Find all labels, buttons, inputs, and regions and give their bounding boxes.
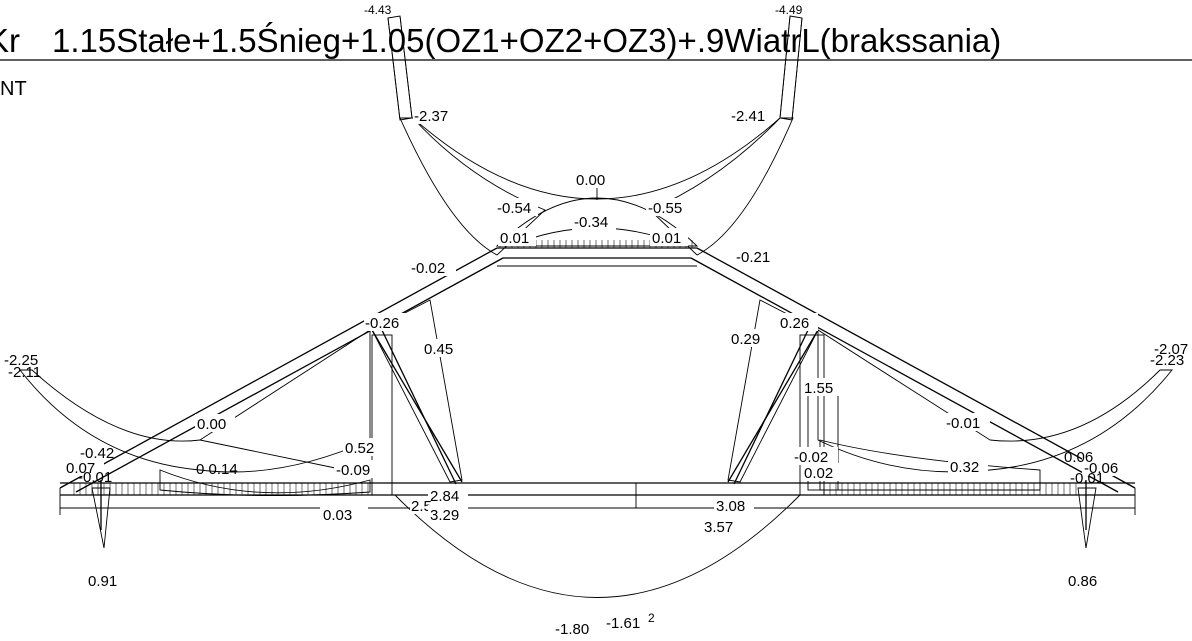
value-label: -0.55 (648, 200, 682, 217)
value-label: 2 (648, 611, 655, 625)
value-label: 2.84 (430, 488, 459, 505)
crown-chord-hatch (497, 240, 697, 248)
value-label: 0.91 (88, 573, 117, 590)
value-label: -0.54 (497, 200, 531, 217)
support-right (1077, 480, 1136, 549)
top-right-value: -4.49 (775, 3, 803, 17)
rafter-right-inner (690, 257, 1119, 493)
value-label: 0.00 (576, 172, 605, 189)
value-label: -0.09 (336, 462, 370, 479)
value-label: -0.06 (1084, 460, 1118, 477)
value-label: 0.29 (731, 331, 760, 348)
value-label: 0 0.14 (196, 461, 238, 478)
value-label: -2.11 (8, 364, 41, 381)
value-label: -0.42 (80, 445, 114, 462)
value-label: 0.00 (197, 416, 226, 433)
support-left (59, 480, 111, 549)
value-label: -2.25 (4, 352, 38, 369)
value-label: 0.26 (780, 315, 809, 332)
beam-bottom-parabola (393, 494, 802, 598)
top-left-value: -4.43 (364, 3, 392, 17)
value-label: 0.06 (1064, 449, 1093, 466)
value-label: 3.08 (716, 498, 745, 515)
value-label: -2.23 (1150, 352, 1184, 369)
rafter-left-inner (75, 257, 504, 493)
value-label: 0.03 (323, 507, 352, 524)
value-label: -1.80 (555, 621, 589, 638)
value-label: -2.37 (414, 108, 448, 125)
value-label: -2.41 (731, 108, 765, 125)
value-label: 0.01 (500, 230, 529, 247)
header-combination: 1.15Stałe+1.5Śnieg+1.05(OZ1+OZ2+OZ3)+.9W… (52, 21, 1001, 59)
value-label: 3.57 (704, 519, 733, 536)
beam-hatch-right (820, 483, 1080, 495)
value-label: -0.21 (736, 249, 770, 266)
rafter-right-outer (696, 247, 1136, 489)
value-label: 0.32 (950, 459, 979, 476)
value-label: 2.5 (411, 498, 432, 515)
subheader-label: NT (0, 78, 27, 100)
value-label: -0.01 (78, 469, 112, 486)
value-label: -0.02 (411, 260, 445, 277)
value-label: 0.02 (804, 465, 833, 482)
header-prefix: Kr (0, 22, 20, 59)
strut-left (371, 299, 463, 496)
value-label: 1.55 (804, 380, 833, 397)
rafter-left-outer (59, 247, 498, 489)
value-label: 0.45 (424, 341, 453, 358)
strut-right (727, 299, 825, 496)
beam-hatch-left (70, 483, 370, 495)
value-label: 0.07 (66, 460, 95, 477)
value-label: 0.52 (345, 440, 374, 457)
value-label: 3.29 (430, 507, 459, 524)
value-label: 0.86 (1068, 573, 1097, 590)
value-label: -0.02 (794, 449, 828, 466)
value-label: -2.07 (1154, 341, 1188, 358)
value-label: 0.01 (652, 230, 681, 247)
value-label: -0.01 (1070, 470, 1104, 487)
value-labels: -2.37 -2.41 0.00 -0.54 -0.55 -0.34 0.01 … (4, 3, 1188, 638)
value-label: -0.01 (946, 415, 980, 432)
value-label: -1.61 (606, 615, 640, 632)
value-label: -0.26 (365, 315, 399, 332)
value-label: -0.34 (574, 214, 608, 231)
